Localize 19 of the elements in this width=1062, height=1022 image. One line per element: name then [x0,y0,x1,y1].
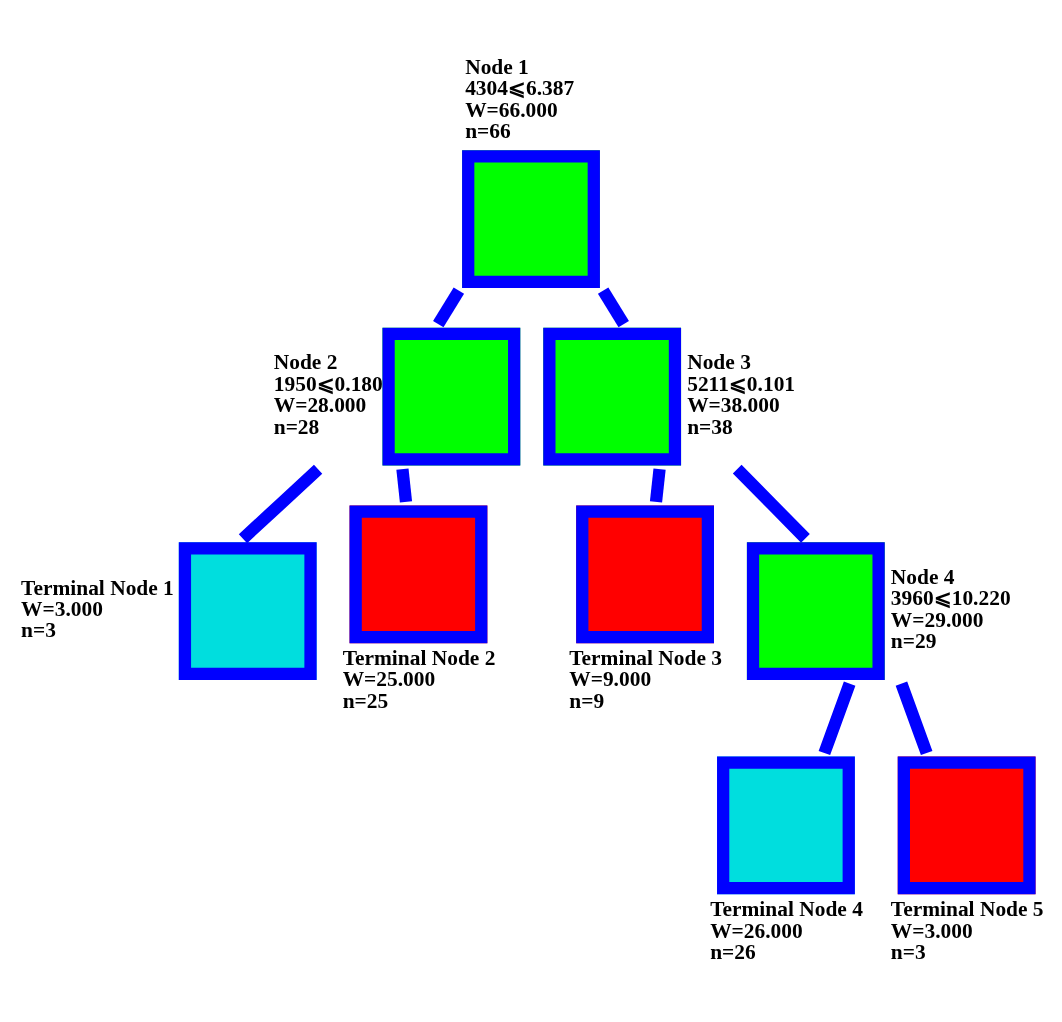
node-label: n=9 [569,688,605,713]
node-label: 1950⩽0.180 [273,371,383,396]
connector [597,286,629,327]
connector [396,468,413,503]
node-label: 5211⩽0.101 [687,371,796,396]
node-label: n=26 [710,939,756,964]
node-label: n=3 [890,939,926,964]
connector [732,464,810,543]
node-label: Node 2 [273,349,338,374]
node-label: Node 3 [687,349,751,374]
connector [238,464,323,543]
connector [649,468,666,503]
node-label: n=38 [687,414,733,439]
connector [818,681,856,755]
node-label: Terminal Node 1 [21,574,174,599]
node-label: n=28 [273,414,320,439]
node-label: n=25 [342,688,389,713]
connector [433,286,465,327]
connector [895,681,933,755]
